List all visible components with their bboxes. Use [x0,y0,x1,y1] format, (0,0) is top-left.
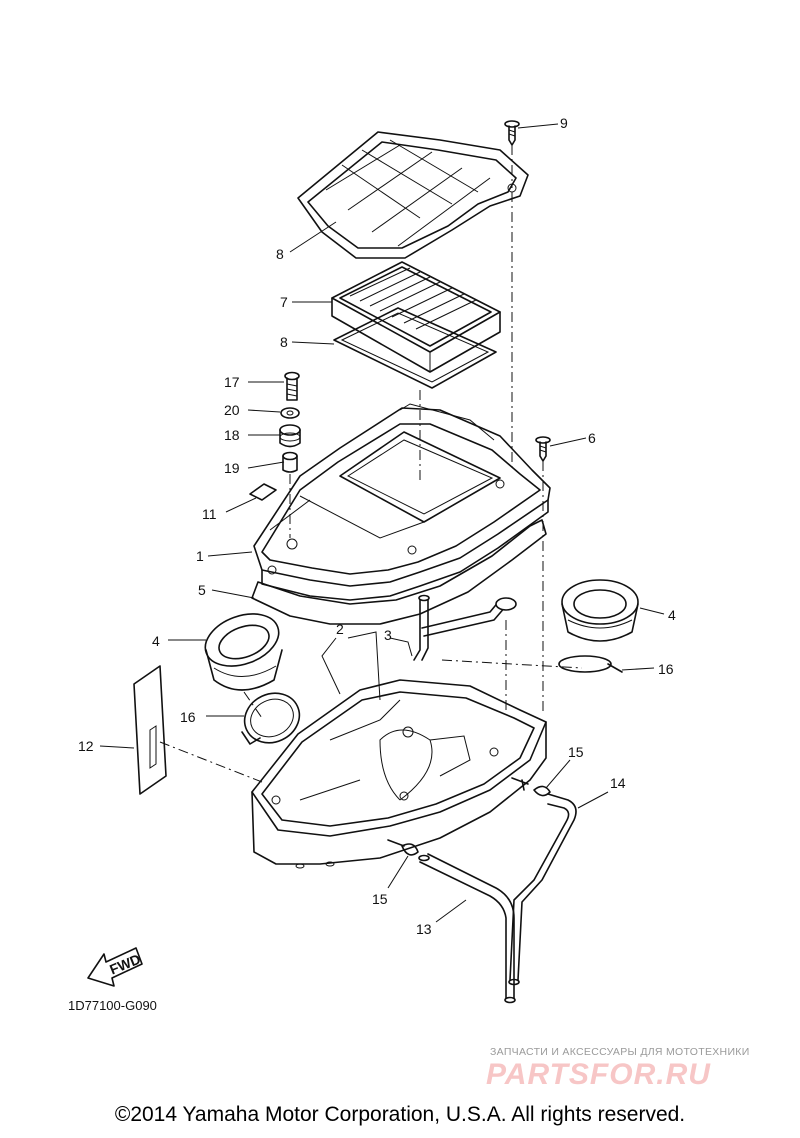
leader-lines [99,123,665,923]
part-7-filter [331,261,501,373]
callout-numbers: 9 8 7 8 17 20 18 19 11 1 5 6 4 4 16 16 1… [78,115,676,937]
copyright-notice: ©2014 Yamaha Motor Corporation, U.S.A. A… [114,1103,686,1126]
part-8-seal [333,307,497,389]
part-16-clamp-left [241,692,301,745]
part-4-joint-left [204,613,283,691]
part-5-gasket [251,519,547,625]
part-2-lower-case [251,679,547,869]
callout-3: 3 [384,627,392,643]
callout-4-left: 4 [152,633,160,649]
part-10-screw [504,120,520,146]
callout-18: 18 [224,427,240,443]
part-3-hose [413,594,517,661]
callout-2: 2 [336,621,344,637]
callout-16-left: 16 [180,709,196,725]
part-12-plate [133,665,167,795]
part-14-drain-hose [508,793,577,986]
part-11-label [249,483,277,501]
part-15-clip-left [387,839,419,856]
callout-8: 8 [280,334,288,350]
callout-15-right: 15 [568,744,584,760]
callout-13: 13 [416,921,432,937]
part-1-upper-case [253,403,551,601]
part-9-cover [297,131,529,259]
callout-6: 6 [588,430,596,446]
callout-19: 19 [224,460,240,476]
part-16-clamp-right [558,655,623,673]
callout-9: 8 [276,246,284,262]
callout-1: 1 [196,548,204,564]
part-15-clip-right [511,777,551,797]
callout-16-right: 16 [658,661,674,677]
callout-10: 9 [560,115,568,131]
callout-20: 20 [224,402,240,418]
callout-15-left: 15 [372,891,388,907]
watermark-tagline: ЗАПЧАСТИ И АКСЕССУАРЫ ДЛЯ МОТОТЕХНИКИ [490,1046,750,1058]
part-6-screw [535,436,551,462]
callout-7: 7 [280,294,288,310]
part-18-grommet [279,424,301,448]
callout-12: 12 [78,738,94,754]
part-17-bolt [284,371,300,401]
part-19-collar [282,451,298,473]
part-20-washer [280,407,300,419]
callout-4-right: 4 [668,607,676,623]
part-4-joint-right [561,579,639,642]
drawing-code: 1D77100-G090 [68,998,157,1013]
callout-14: 14 [610,775,626,791]
fwd-arrow-icon: FWD [87,947,143,987]
fwd-label: FWD [107,951,143,978]
callout-17: 17 [224,374,240,390]
watermark-logo: PARTSFOR.RU [486,1058,711,1091]
assembly-lines [159,145,583,783]
callout-5: 5 [198,582,206,598]
part-13-drain-hose [418,853,516,1004]
callout-11: 11 [202,506,217,522]
